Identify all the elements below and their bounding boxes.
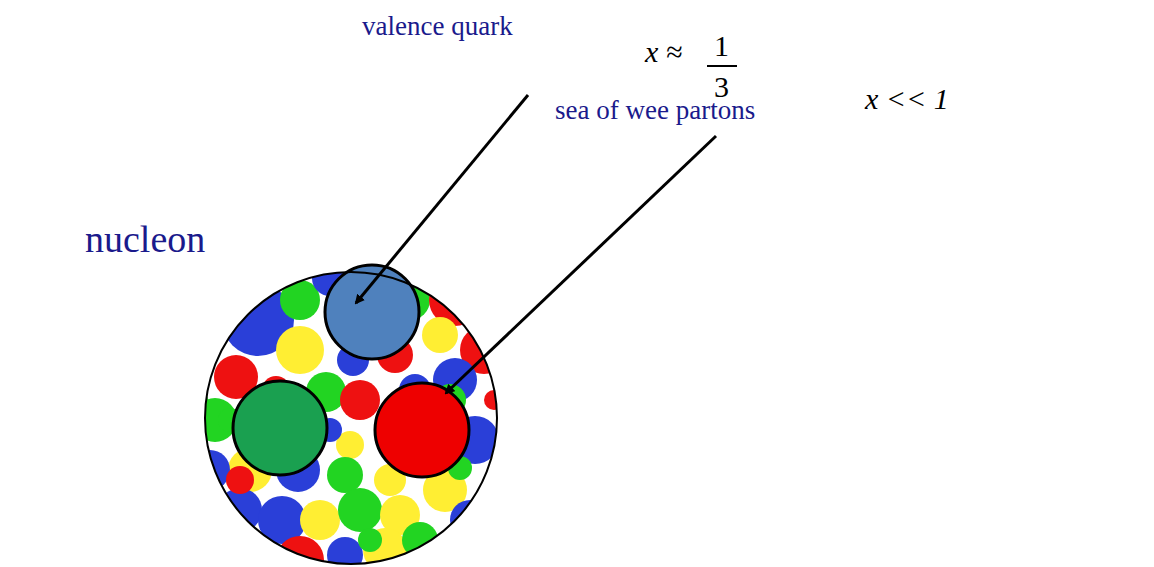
math-variable: x ≈ [645, 35, 682, 68]
fraction-numerator: 1 [714, 29, 729, 62]
callout-text: sea of wee partons [555, 96, 755, 126]
callout-text: valence quark [362, 12, 513, 42]
valence-quark [375, 383, 469, 477]
leader-arrow [356, 95, 528, 303]
nucleon-outline [204, 271, 498, 565]
leader-arrow [446, 136, 716, 393]
valence-quark [325, 265, 419, 359]
math-expression: x << 1 [865, 82, 949, 115]
nucleon-circle: nucleon [204, 271, 498, 565]
node-heading: nucleon [85, 219, 205, 261]
fraction-bar [707, 65, 737, 67]
sea-partons [190, 260, 508, 567]
valence-quark [233, 381, 327, 475]
